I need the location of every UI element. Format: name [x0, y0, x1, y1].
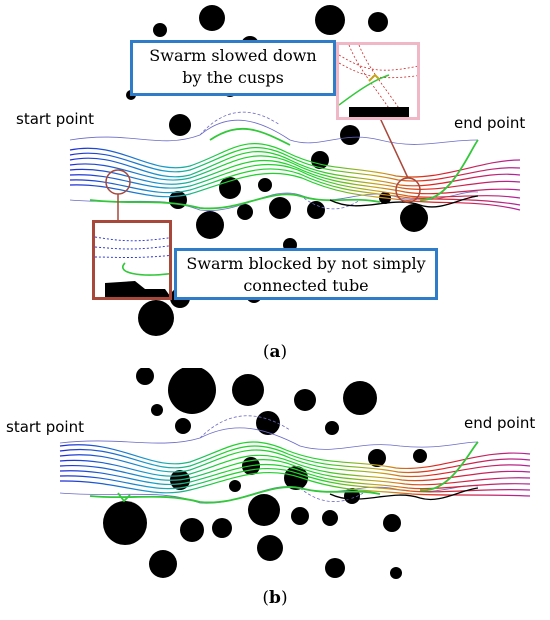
obstacle	[294, 389, 316, 411]
callout-line: by the cusps	[182, 68, 284, 87]
callout-line: Swarm slowed down	[149, 46, 317, 65]
callout-slowed-down: Swarm slowed down by the cusps	[130, 40, 336, 96]
obstacle	[248, 494, 280, 526]
obstacle	[291, 507, 309, 525]
end-point-label: end point	[454, 114, 526, 132]
obstacle	[325, 558, 345, 578]
obstacle	[413, 449, 427, 463]
panel-b: start point end point (b)	[0, 368, 550, 608]
inset-blocked-zoom	[92, 220, 172, 300]
obstacle	[196, 211, 224, 239]
obstacle	[232, 374, 264, 406]
obstacle	[307, 201, 325, 219]
trajectories	[59, 441, 531, 497]
obstacle	[325, 421, 339, 435]
obstacle	[149, 550, 177, 578]
obstacle	[315, 5, 345, 35]
obstacle	[169, 114, 191, 136]
end-point-label: end point	[464, 414, 536, 432]
tube-edges	[89, 441, 479, 504]
callout-leader	[379, 117, 409, 179]
black-path	[329, 195, 479, 208]
callout-line: connected tube	[243, 276, 369, 295]
trajectories	[69, 143, 521, 211]
panel-b-figure	[59, 368, 531, 579]
obstacle	[169, 191, 187, 209]
obstacle	[153, 23, 167, 37]
obstacle	[322, 510, 338, 526]
obstacle	[136, 368, 154, 385]
callout-blocked: Swarm blocked by not simply connected tu…	[174, 248, 438, 300]
obstacle	[175, 418, 191, 434]
inset-figure	[95, 236, 169, 297]
obstacle	[199, 5, 225, 31]
obstacle	[368, 449, 386, 467]
black-path	[329, 487, 479, 501]
inset-figure	[339, 45, 417, 117]
start-point-label: start point	[16, 110, 94, 128]
caption-a: (a)	[262, 342, 288, 362]
obstacle	[343, 381, 377, 415]
obstacle	[383, 514, 401, 532]
callout-line: Swarm blocked by not simply	[186, 254, 426, 273]
obstacle	[258, 178, 272, 192]
obstacle	[103, 501, 147, 545]
obstacle	[180, 518, 204, 542]
obstacle	[256, 411, 280, 435]
obstacle	[138, 300, 174, 336]
tube-edges	[89, 127, 479, 210]
obstacle	[269, 197, 291, 219]
obstacle	[340, 125, 360, 145]
obstacle	[368, 12, 388, 32]
obstacle	[168, 368, 216, 414]
panel-a: start point end point Swarm slowed down …	[16, 5, 526, 362]
caption-b: (b)	[262, 588, 288, 608]
obstacle	[257, 535, 283, 561]
obstacle	[400, 204, 428, 232]
start-point-label: start point	[6, 418, 84, 436]
obstacle	[229, 480, 241, 492]
obstacle	[219, 177, 241, 199]
cusp-marker	[395, 177, 421, 203]
obstacle	[212, 518, 232, 538]
obstacle	[390, 567, 402, 579]
obstacle	[151, 404, 163, 416]
inset-cusp-zoom	[336, 42, 420, 120]
obstacle	[237, 204, 253, 220]
